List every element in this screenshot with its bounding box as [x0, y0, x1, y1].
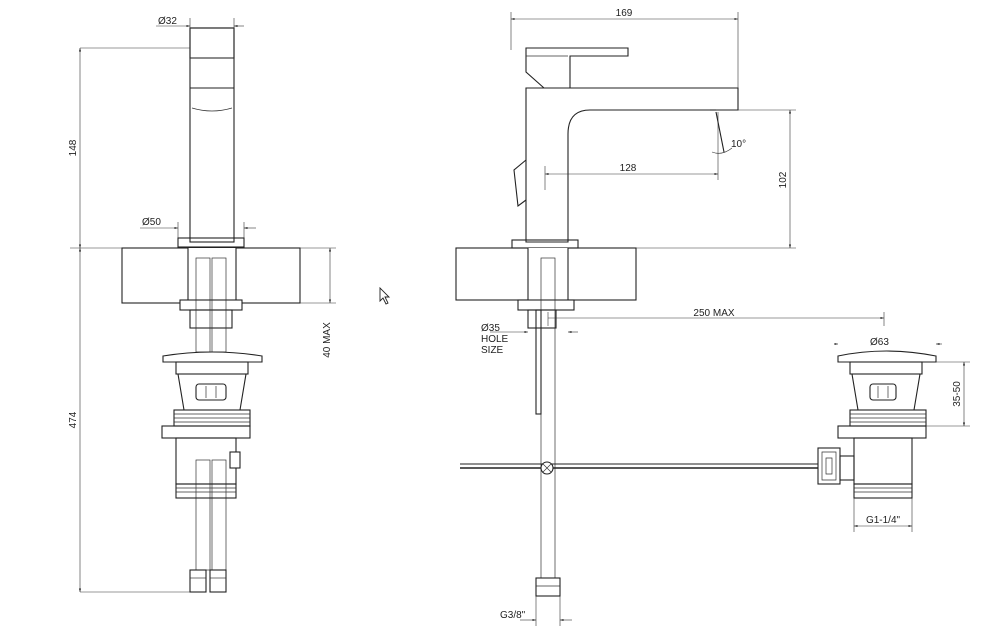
label-hole: HOLE [481, 334, 509, 345]
label-thread-g38: G3/8" [500, 610, 526, 621]
front-faucet-lever [189, 27, 235, 59]
label-reach-128: 128 [620, 163, 637, 174]
label-dia-32: Ø32 [158, 16, 177, 27]
label-dia-63: Ø63 [870, 337, 889, 348]
label-250-max: 250 MAX [693, 308, 734, 319]
side-faucet-lever [525, 47, 629, 89]
label-dia-50: Ø50 [142, 217, 161, 228]
side-waste-cap [837, 350, 937, 363]
label-thread-g114: G1-1/4" [866, 515, 901, 526]
label-angle-10: 10° [731, 139, 746, 150]
side-view: 169 128 10° 102 250 MAX Ø35 HOLE SIZE Ø6… [455, 8, 970, 626]
label-size: SIZE [481, 345, 504, 356]
front-faucet-body [189, 27, 235, 243]
front-faucet-base [177, 237, 245, 248]
label-range-35-50: 35-50 [952, 381, 963, 407]
front-waste-cap [162, 351, 263, 363]
mouse-pointer-icon [379, 286, 391, 305]
label-height-148: 148 [68, 139, 79, 156]
label-width-169: 169 [616, 8, 633, 19]
label-dia-35: Ø35 [481, 323, 500, 334]
label-height-102: 102 [778, 171, 789, 188]
label-40-max: 40 MAX [322, 322, 333, 358]
front-view: Ø32 Ø50 148 474 40 MAX [68, 16, 336, 593]
side-faucet-body [525, 87, 739, 243]
label-height-474: 474 [68, 411, 79, 428]
